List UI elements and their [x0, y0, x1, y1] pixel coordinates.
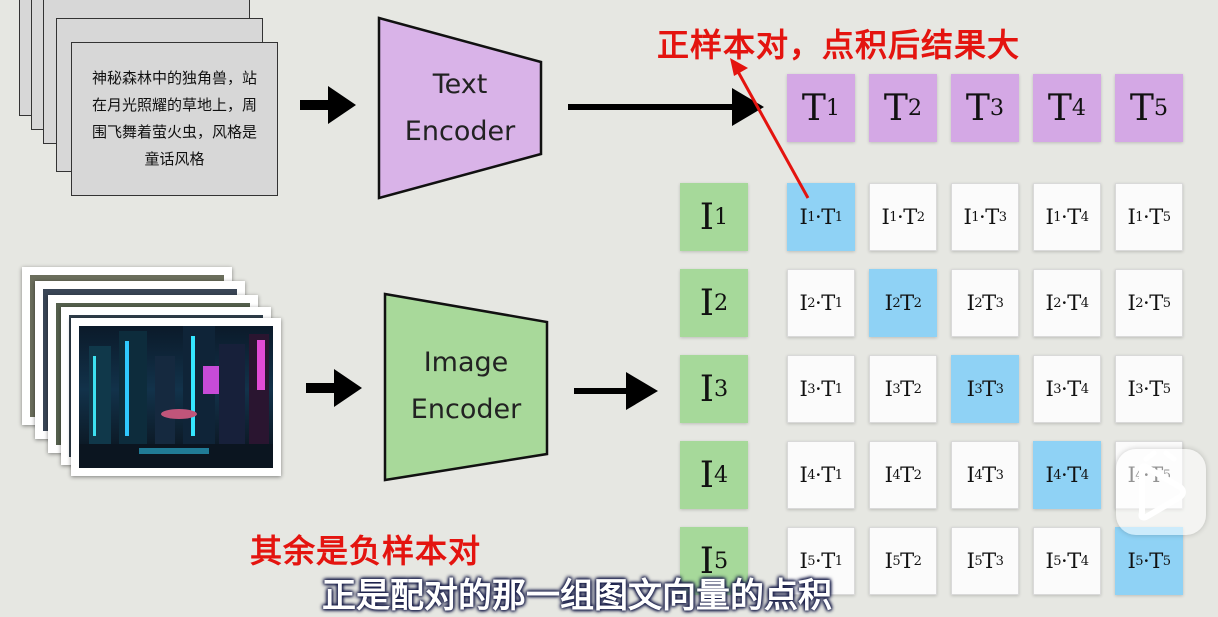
arrow-right-icon — [300, 86, 356, 124]
text-encoder-label: Encoder — [404, 116, 516, 147]
image-encoder: Image Encoder — [383, 292, 549, 482]
image-encoder-label: Image — [423, 347, 509, 378]
cyberpunk-city-image — [71, 318, 281, 476]
text-encoder: Text Encoder — [377, 16, 543, 200]
play-button[interactable] — [1116, 449, 1206, 535]
negative-pair-annotation: 其余是负样本对 — [250, 532, 482, 570]
city-illustration — [79, 326, 273, 468]
arrow-right-icon — [568, 88, 764, 126]
text-prompt-line: 童话风格 — [144, 150, 205, 168]
play-icon — [1138, 450, 1186, 521]
text-prompt-line: 神秘森林中的独角兽，站 — [91, 69, 257, 87]
annotation-arrow-icon — [730, 58, 810, 199]
video-subtitle: 正是配对的那一组图文向量的点积 — [322, 576, 832, 616]
text-prompt-line: 围飞舞着萤火虫，风格是 — [91, 123, 257, 141]
text-prompt-card: 神秘森林中的独角兽，站 在月光照耀的草地上，周 围飞舞着萤火虫，风格是 童话风格 — [71, 42, 278, 196]
arrow-right-icon — [574, 372, 658, 410]
text-encoder-label: Text — [432, 69, 488, 100]
arrow-right-icon — [306, 369, 362, 407]
text-prompt-line: 在月光照耀的草地上，周 — [91, 96, 257, 114]
image-encoder-label: Encoder — [410, 394, 522, 425]
positive-pair-annotation: 正样本对，点积后结果大 — [657, 26, 1021, 64]
